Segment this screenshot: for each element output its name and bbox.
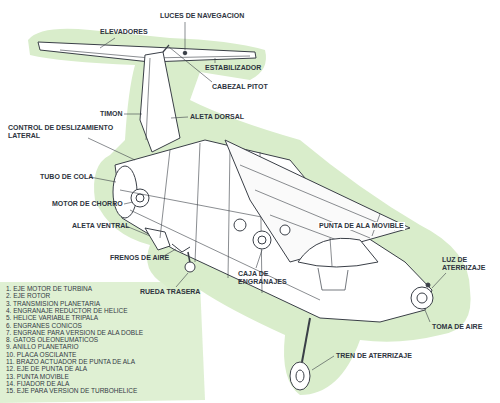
part-label: CABEZAL PITOT: [212, 83, 268, 91]
part-label: MOTOR DE CHORRO: [52, 200, 123, 208]
legend-list-item: 13. PUNTA MOVIBLE: [6, 373, 69, 380]
legend-list-item: 14. FIJADOR DE ALA: [6, 380, 69, 387]
legend-list-item: 7. ENGRANE PARA VERSION DE ALA DOBLE: [6, 329, 143, 336]
legend-list-item: 8. GATOS OLEONEUMATICOS: [6, 336, 98, 343]
legend-list-item: 5. HELICE VARIABLE TRIPALA: [6, 314, 98, 321]
fin: [140, 52, 180, 152]
legend-list-item: 4. ENGRANAJE REDUCTOR DE HELICE: [6, 307, 128, 314]
part-label: CONTROL DE DESLIZAMIENTO LATERAL: [8, 124, 120, 140]
gear-strut: [302, 318, 310, 362]
part-label: RUEDA TRASERA: [140, 288, 200, 296]
part-label: TIMON: [100, 110, 123, 118]
part-label: ESTABILIZADOR: [205, 64, 261, 72]
legend-list-item: 10. PLACA OSCILANTE: [6, 351, 76, 358]
ventral-fin: [145, 228, 170, 250]
leader-lines: [88, 22, 446, 370]
canopy: [298, 238, 378, 267]
part-label: TOMA DE AIRE: [432, 323, 482, 331]
part-label: PUNTA DE ALA MOVIBLE: [318, 222, 405, 230]
part-label: CAJA DE ENGRANAJES: [238, 270, 290, 286]
gear-box: [253, 231, 271, 249]
part-label: ALETA DORSAL: [190, 113, 244, 121]
main-wheel: [290, 362, 310, 390]
part-label: ALETA VENTRAL: [72, 222, 130, 230]
legend-list-item: 3. TRANSMISION PLANETARIA: [6, 300, 100, 307]
part-label: TUBO DE COLA: [40, 173, 93, 181]
legend-list-item: 6. ENGRANES CONICOS: [6, 322, 82, 329]
part-label: LUZ DE ATERRIZAJE: [442, 256, 492, 272]
part-label: TREN DE ATERRIZAJE: [336, 352, 412, 360]
air-intake: [411, 287, 433, 309]
legend-list-item: 9. ANILLO PLANETARIO: [6, 343, 79, 350]
fuselage: [115, 140, 432, 322]
halo: [0, 29, 471, 403]
tail-wheel: [185, 262, 195, 272]
jet-engine: [131, 189, 149, 207]
legend-list-item: 15. EJE PARA VERSION DE TURBOHELICE: [6, 387, 137, 394]
part-label: LUCES DE NAVEGACION: [160, 12, 244, 20]
part-label: ELEVADORES: [100, 28, 148, 36]
legend-list-item: 12. EJE DE PUNTA DE ALA: [6, 365, 87, 372]
part-label: FRENOS DE AIRE: [110, 254, 169, 262]
legend-list-item: 2. EJE ROTOR: [6, 292, 50, 299]
legend-list-item: 11. BRAZO ACTUADOR DE PUNTA DE ALA: [6, 358, 135, 365]
legend-list-item: 1. EJE MOTOR DE TURBINA: [6, 285, 92, 292]
